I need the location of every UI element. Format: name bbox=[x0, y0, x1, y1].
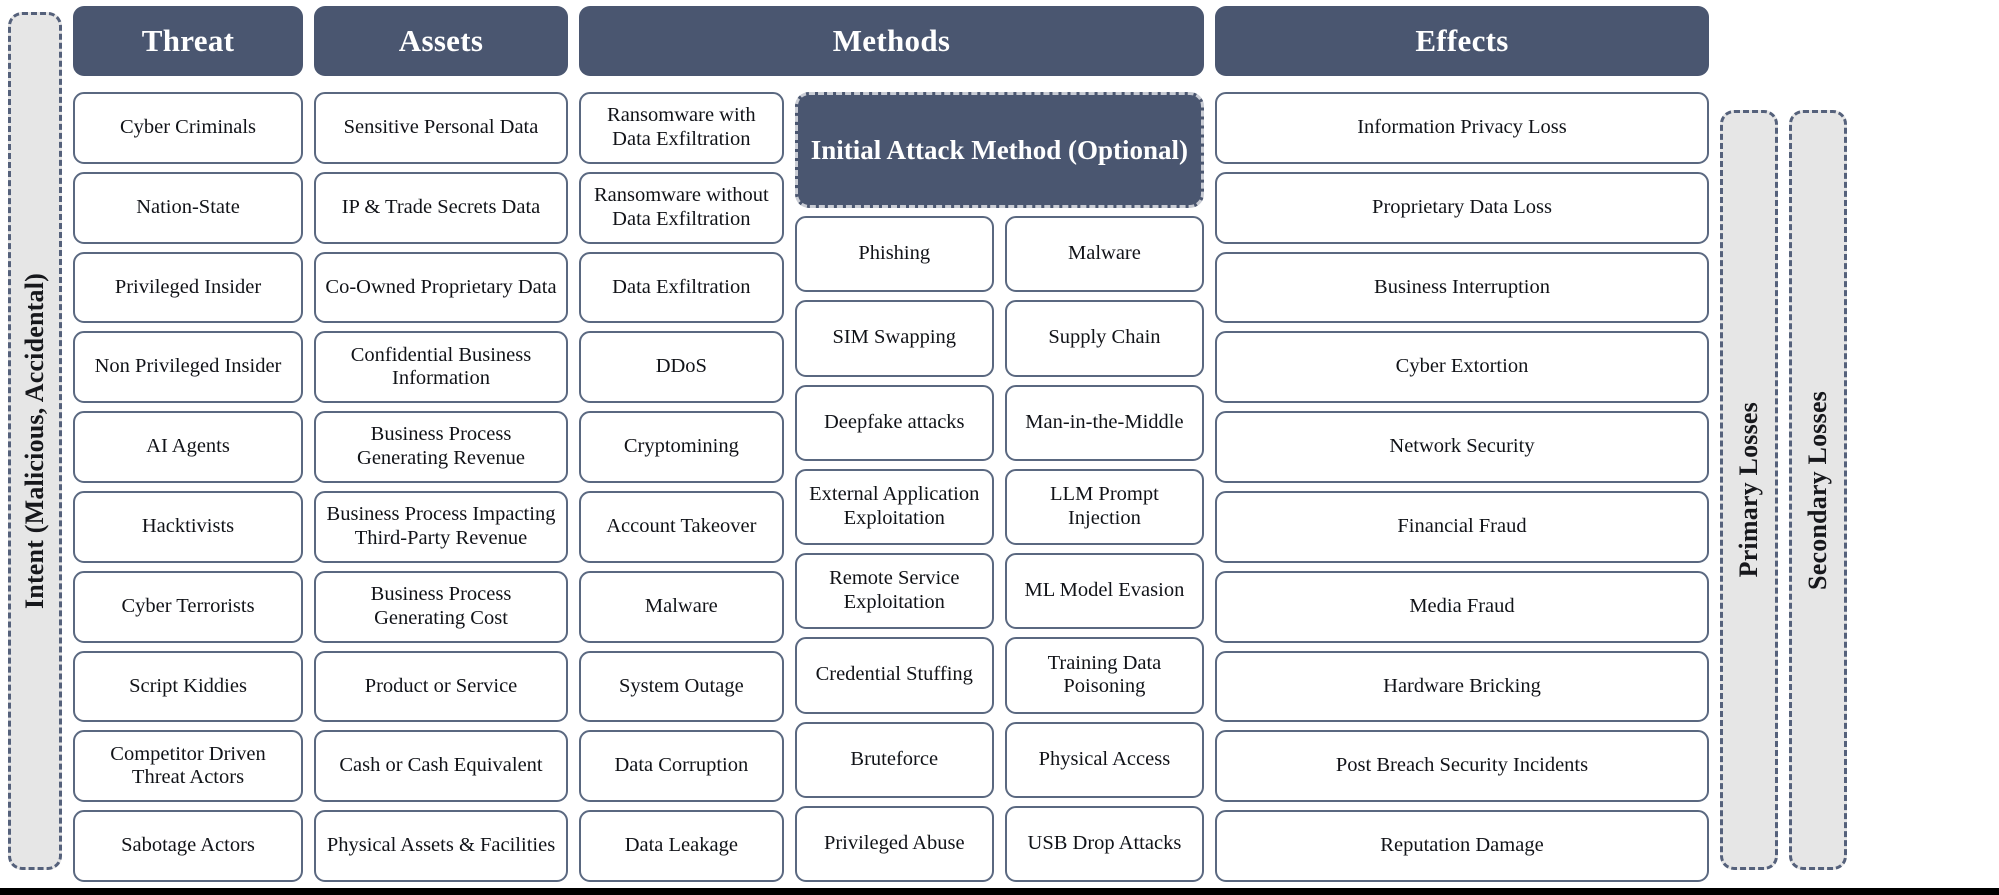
initial-attack-method-header: Initial Attack Method (Optional) bbox=[794, 92, 1204, 208]
column-threat: Threat Cyber Criminals Nation-State Priv… bbox=[73, 6, 303, 882]
initial-attack-card[interactable]: Remote Service Exploitation bbox=[794, 553, 994, 630]
threat-card[interactable]: Privileged Insider bbox=[73, 251, 303, 324]
method-card[interactable]: Data Exfiltration bbox=[579, 251, 784, 324]
initial-attack-card[interactable]: Phishing bbox=[794, 216, 994, 293]
threat-card[interactable]: Competitor Driven Threat Actors bbox=[73, 730, 303, 803]
rail-intent: Intent (Malicious, Accidental) bbox=[8, 12, 62, 870]
column-header-methods: Methods bbox=[579, 6, 1204, 76]
initial-attack-card[interactable]: Credential Stuffing bbox=[794, 637, 994, 714]
method-card[interactable]: Ransomware without Data Exfiltration bbox=[579, 171, 784, 244]
asset-card[interactable]: Business Process Generating Revenue bbox=[314, 411, 568, 483]
initial-attack-card[interactable]: ML Model Evasion bbox=[1004, 553, 1205, 630]
column-body-assets: Sensitive Personal Data IP & Trade Secre… bbox=[314, 92, 568, 882]
column-assets: Assets Sensitive Personal Data IP & Trad… bbox=[314, 6, 568, 882]
methods-primary-list: Ransomware with Data Exfiltration Ransom… bbox=[579, 92, 784, 882]
asset-card[interactable]: Confidential Business Information bbox=[314, 331, 568, 404]
rail-primary-losses-label: Primary Losses bbox=[1734, 402, 1763, 578]
threat-card[interactable]: Hacktivists bbox=[73, 490, 303, 563]
asset-card[interactable]: Sensitive Personal Data bbox=[314, 92, 568, 164]
asset-card[interactable]: Co-Owned Proprietary Data bbox=[314, 251, 568, 324]
threat-card[interactable]: Script Kiddies bbox=[73, 650, 303, 723]
asset-card[interactable]: Business Process Generating Cost bbox=[314, 570, 568, 643]
effect-card[interactable]: Post Breach Security Incidents bbox=[1215, 730, 1709, 803]
initial-attack-card[interactable]: Bruteforce bbox=[794, 721, 994, 798]
rail-primary-losses: Primary Losses bbox=[1720, 110, 1778, 870]
asset-card[interactable]: IP & Trade Secrets Data bbox=[314, 171, 568, 244]
effect-card[interactable]: Network Security bbox=[1215, 411, 1709, 483]
initial-attack-left-list: Phishing SIM Swapping Deepfake attacks E… bbox=[794, 216, 994, 882]
initial-attack-card[interactable]: Supply Chain bbox=[1004, 300, 1205, 377]
column-methods: Methods Ransomware with Data Exfiltratio… bbox=[579, 6, 1205, 882]
method-card[interactable]: Data Corruption bbox=[579, 730, 784, 803]
initial-attack-card[interactable]: Training Data Poisoning bbox=[1004, 637, 1205, 714]
threat-card[interactable]: Cyber Terrorists bbox=[73, 570, 303, 643]
column-body-methods: Ransomware with Data Exfiltration Ransom… bbox=[579, 92, 1205, 882]
column-header-effects: Effects bbox=[1215, 6, 1709, 76]
initial-attack-right-list: Malware Supply Chain Man-in-the-Middle L… bbox=[1004, 216, 1205, 882]
risk-taxonomy-board: Intent (Malicious, Accidental) Threat Cy… bbox=[8, 6, 1991, 882]
initial-attack-card[interactable]: SIM Swapping bbox=[794, 300, 994, 377]
asset-card[interactable]: Business Process Impacting Third-Party R… bbox=[314, 490, 568, 563]
method-card[interactable]: DDoS bbox=[579, 331, 784, 404]
effect-card[interactable]: Media Fraud bbox=[1215, 570, 1709, 643]
method-card[interactable]: Ransomware with Data Exfiltration bbox=[579, 92, 784, 164]
effect-card[interactable]: Business Interruption bbox=[1215, 251, 1709, 324]
method-card[interactable]: Data Leakage bbox=[579, 810, 784, 882]
threat-card[interactable]: AI Agents bbox=[73, 411, 303, 483]
column-header-assets: Assets bbox=[314, 6, 568, 76]
column-body-effects: Information Privacy Loss Proprietary Dat… bbox=[1215, 92, 1709, 882]
initial-attack-card[interactable]: USB Drop Attacks bbox=[1004, 805, 1205, 882]
threat-card[interactable]: Non Privileged Insider bbox=[73, 331, 303, 404]
rail-secondary-losses-label: Secondary Losses bbox=[1803, 390, 1832, 590]
initial-attack-card[interactable]: Physical Access bbox=[1004, 721, 1205, 798]
effect-card[interactable]: Proprietary Data Loss bbox=[1215, 171, 1709, 244]
method-card[interactable]: System Outage bbox=[579, 650, 784, 723]
threat-card[interactable]: Nation-State bbox=[73, 171, 303, 244]
initial-attack-card[interactable]: LLM Prompt Injection bbox=[1004, 468, 1205, 545]
effect-card[interactable]: Financial Fraud bbox=[1215, 490, 1709, 563]
threat-card[interactable]: Cyber Criminals bbox=[73, 92, 303, 164]
asset-card[interactable]: Product or Service bbox=[314, 650, 568, 723]
effect-card[interactable]: Information Privacy Loss bbox=[1215, 92, 1709, 164]
asset-card[interactable]: Physical Assets & Facilities bbox=[314, 810, 568, 882]
column-effects: Effects Information Privacy Loss Proprie… bbox=[1215, 6, 1709, 882]
column-header-threat: Threat bbox=[73, 6, 303, 76]
effect-card[interactable]: Cyber Extortion bbox=[1215, 331, 1709, 404]
initial-attack-card[interactable]: Deepfake attacks bbox=[794, 384, 994, 461]
rail-secondary-losses: Secondary Losses bbox=[1789, 110, 1847, 870]
initial-attack-card[interactable]: External Application Exploitation bbox=[794, 468, 994, 545]
bottom-divider bbox=[0, 888, 1999, 895]
method-card[interactable]: Account Takeover bbox=[579, 490, 784, 563]
initial-attack-lists: Phishing SIM Swapping Deepfake attacks E… bbox=[794, 216, 1205, 882]
method-card[interactable]: Malware bbox=[579, 570, 784, 643]
threat-card[interactable]: Sabotage Actors bbox=[73, 810, 303, 882]
initial-attack-group: Initial Attack Method (Optional) Phishin… bbox=[794, 92, 1205, 882]
asset-card[interactable]: Cash or Cash Equivalent bbox=[314, 730, 568, 803]
effect-card[interactable]: Hardware Bricking bbox=[1215, 650, 1709, 723]
method-card[interactable]: Cryptomining bbox=[579, 411, 784, 483]
initial-attack-card[interactable]: Malware bbox=[1004, 216, 1205, 293]
rail-intent-label: Intent (Malicious, Accidental) bbox=[20, 272, 49, 610]
effect-card[interactable]: Reputation Damage bbox=[1215, 810, 1709, 882]
initial-attack-card[interactable]: Privileged Abuse bbox=[794, 805, 994, 882]
column-body-threat: Cyber Criminals Nation-State Privileged … bbox=[73, 92, 303, 882]
initial-attack-card[interactable]: Man-in-the-Middle bbox=[1004, 384, 1205, 461]
